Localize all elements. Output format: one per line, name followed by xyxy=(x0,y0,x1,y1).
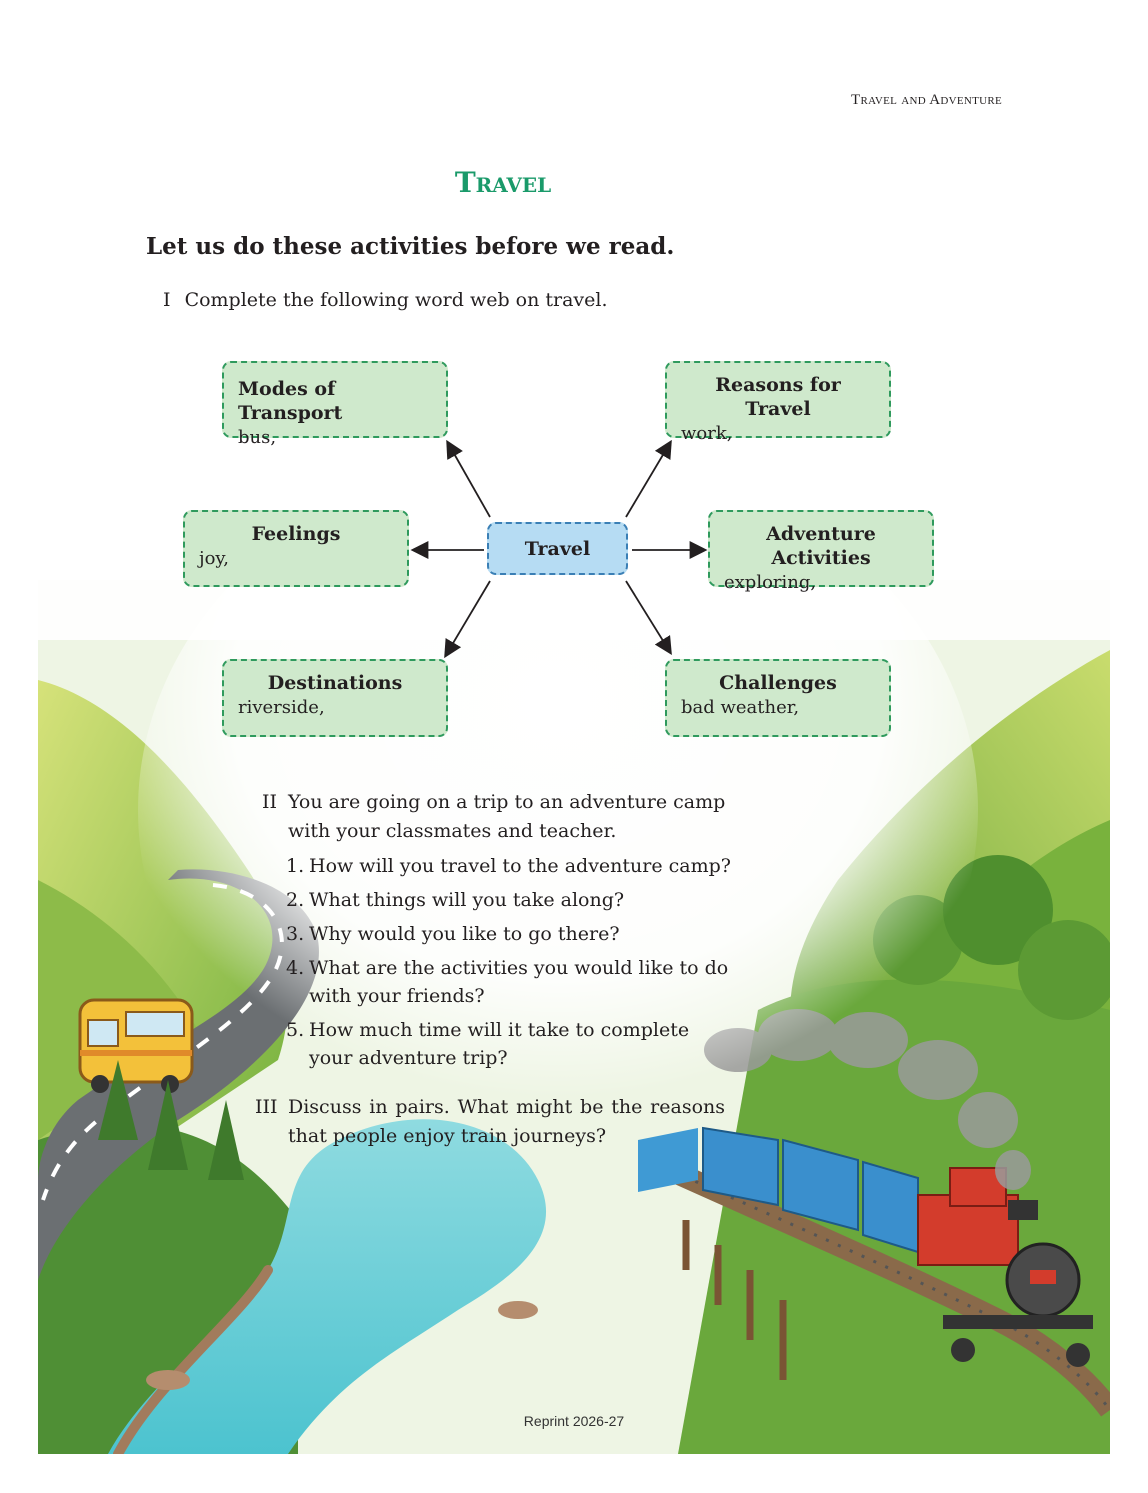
box-value: bus, xyxy=(238,427,277,448)
word-web-box-destinations: Destinations riverside, xyxy=(222,659,448,737)
box-title: Challenges xyxy=(719,672,837,694)
arrow-modes xyxy=(446,439,491,518)
box-title: Feelings xyxy=(251,523,341,545)
word-web-box-challenges: Challenges bad weather, xyxy=(665,659,891,737)
question-number: 2. xyxy=(286,889,305,911)
train-illustration xyxy=(638,1126,1093,1367)
box-value: work, xyxy=(681,423,733,444)
question-text: How will you travel to the adventure cam… xyxy=(309,855,731,877)
word-web-box-feelings: Feelings joy, xyxy=(183,510,409,587)
word-web-box-adventure: Adventure Activities exploring, xyxy=(708,510,934,593)
question-number: 4. xyxy=(286,957,305,979)
task-3: III Discuss in pairs. What might be the … xyxy=(255,1093,725,1151)
question-text: What things will you take along? xyxy=(309,889,625,911)
task-2: II You are going on a trip to an adventu… xyxy=(262,788,732,846)
bus-illustration xyxy=(78,998,194,1093)
section-heading: Let us do these activities before we rea… xyxy=(146,233,675,260)
box-title: Adventure Activities xyxy=(766,523,876,569)
box-title: Modes of Transport xyxy=(238,378,343,424)
list-item: 3.Why would you like to go there? xyxy=(286,920,732,948)
box-value: exploring, xyxy=(724,572,817,593)
question-number: 5. xyxy=(286,1019,305,1041)
question-text: Why would you like to go there? xyxy=(309,923,620,945)
box-title: Destinations xyxy=(267,672,403,694)
list-item: 2.What things will you take along? xyxy=(286,886,732,914)
task-2-text: You are going on a trip to an adventure … xyxy=(288,791,726,842)
word-web-center: Travel xyxy=(487,522,628,575)
box-value: riverside, xyxy=(238,697,325,718)
page-title: Travel xyxy=(454,166,552,199)
task-2-number: II xyxy=(262,791,278,813)
task-1: I Complete the following word web on tra… xyxy=(163,286,608,315)
reprint-footer: Reprint 2026-27 xyxy=(523,1413,625,1429)
box-value: joy, xyxy=(199,548,229,569)
task-1-text: Complete the following word web on trave… xyxy=(184,289,608,311)
list-item: 1.How will you travel to the adventure c… xyxy=(286,852,732,880)
running-head: Travel and Adventure xyxy=(850,92,1002,108)
word-web-box-reasons: Reasons for Travel work, xyxy=(665,361,891,444)
question-number: 3. xyxy=(286,923,305,945)
task-3-text: Discuss in pairs. What might be the reas… xyxy=(288,1096,725,1147)
box-value: bad weather, xyxy=(681,697,800,718)
task-3-number: III xyxy=(255,1096,278,1118)
question-text: How much time will it take to complete y… xyxy=(309,1019,690,1069)
word-web-box-modes: Modes of Transport bus, xyxy=(222,361,448,448)
question-list: 1.How will you travel to the adventure c… xyxy=(286,852,732,1078)
list-item: 5.How much time will it take to complete… xyxy=(286,1016,732,1072)
arrow-reasons xyxy=(625,439,672,518)
question-text: What are the activities you would like t… xyxy=(309,957,729,1007)
box-title: Reasons for Travel xyxy=(715,374,841,420)
question-number: 1. xyxy=(286,855,305,877)
task-1-number: I xyxy=(163,289,171,311)
list-item: 4.What are the activities you would like… xyxy=(286,954,732,1010)
